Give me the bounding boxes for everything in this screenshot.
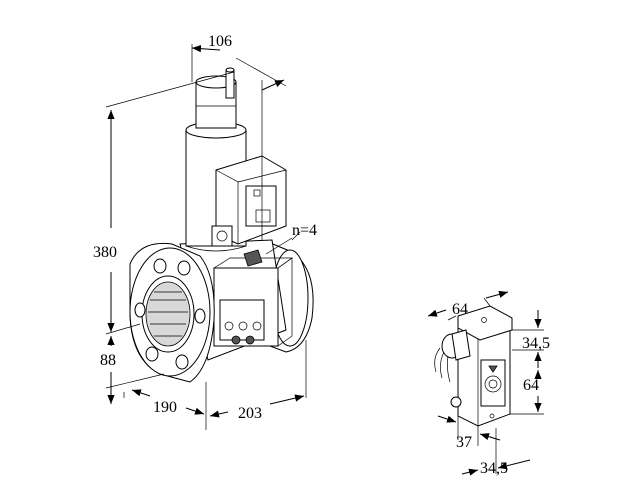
dimension-coil-34-5-bottom: 34,5 xyxy=(480,460,508,477)
valve-assembly xyxy=(129,67,314,383)
coil-detail xyxy=(434,305,513,427)
dimension-380: 380 xyxy=(93,244,117,261)
dimension-coil-64-width: 64 xyxy=(452,301,468,318)
dimension-coil-37: 37 xyxy=(456,434,472,451)
dimension-88: 88 xyxy=(100,352,116,369)
dimension-106: 106 xyxy=(208,33,232,50)
dimension-203: 203 xyxy=(238,405,262,422)
coil-dimension-lines: 64 34,5 64 37 34,5 xyxy=(427,290,550,477)
bolt-count-label: n=4 xyxy=(292,222,317,239)
dimension-190: 190 xyxy=(153,399,177,416)
valve-dimension-lines: 106 380 88 190 203 n=4 xyxy=(93,33,317,430)
dimension-coil-34-5-top: 34,5 xyxy=(522,335,550,352)
dimension-coil-64-height: 64 xyxy=(523,377,539,394)
